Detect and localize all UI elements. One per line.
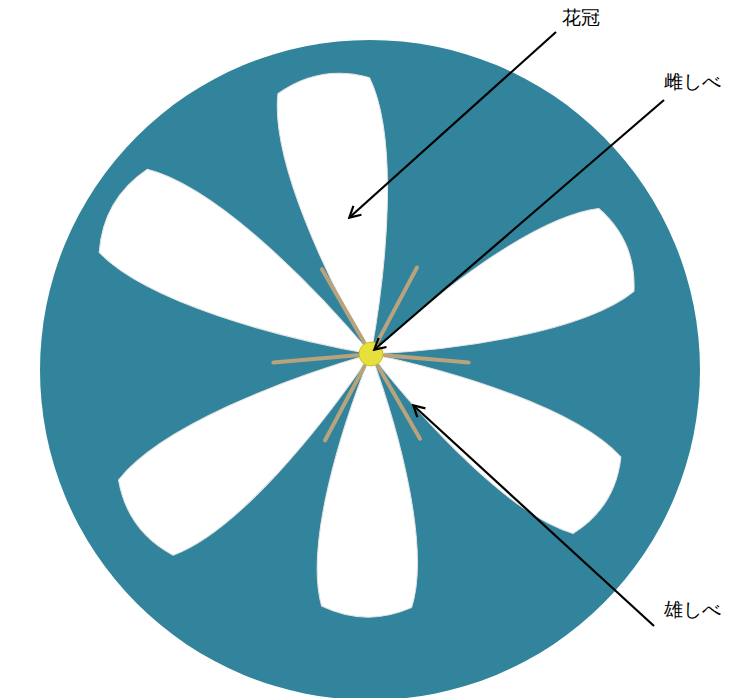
corolla	[86, 66, 646, 618]
part-label: 花冠	[562, 6, 600, 29]
part-label: 雌しべ	[664, 70, 721, 93]
stamen	[273, 355, 357, 362]
part-label: 雄しべ	[664, 598, 721, 621]
stamen	[322, 269, 364, 342]
stamen	[385, 355, 469, 362]
stamen	[325, 366, 364, 440]
background-circle	[40, 40, 700, 698]
leader-line	[350, 32, 556, 217]
stamen	[378, 366, 420, 439]
petal	[86, 159, 397, 401]
leader-line	[414, 406, 654, 626]
leader-line	[375, 100, 664, 349]
